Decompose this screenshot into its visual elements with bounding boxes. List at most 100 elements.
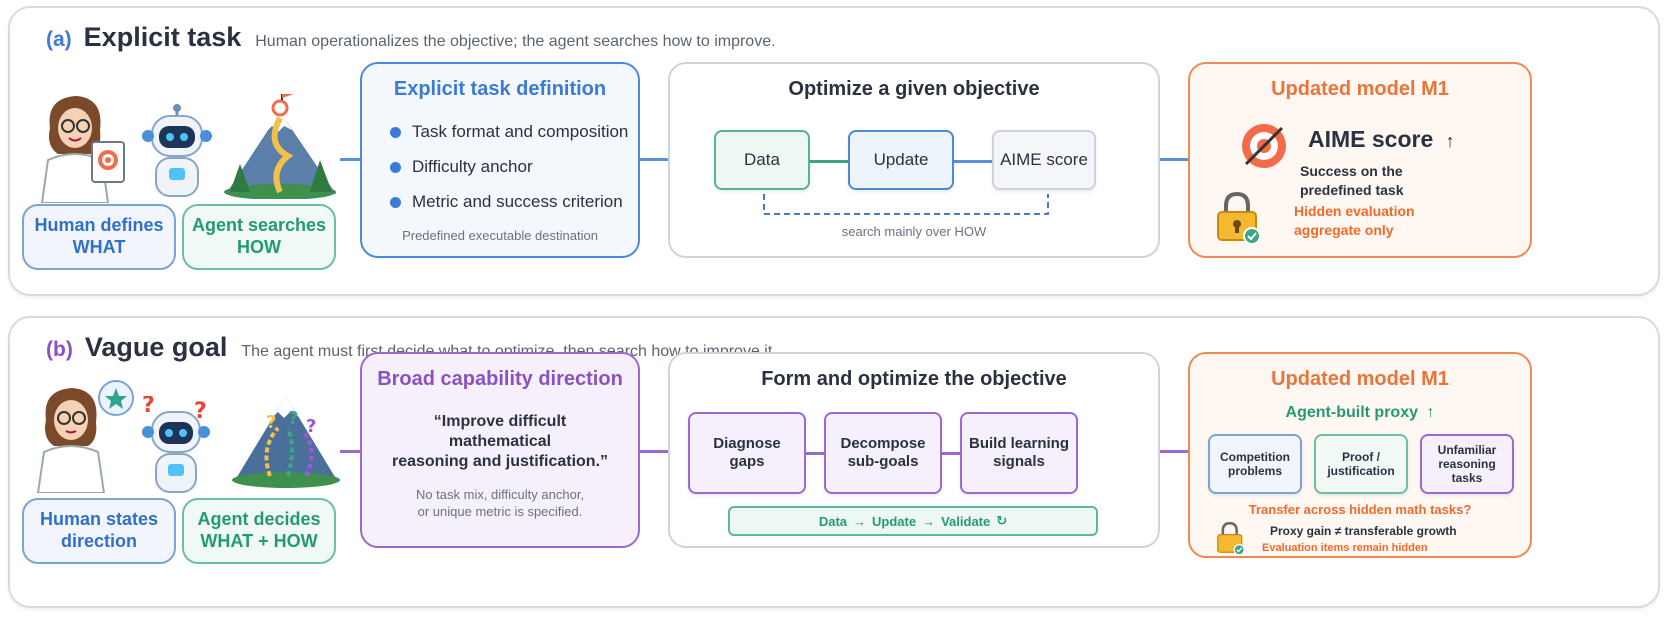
updated-model-box-b: Updated model M1 Agent-built proxy ↑ Com… — [1188, 352, 1532, 558]
loop-validate: Validate — [941, 513, 991, 529]
up-arrow-icon: ↑ — [1445, 131, 1455, 151]
step-line: sub-goals — [847, 453, 919, 470]
search-label: search mainly over HOW — [841, 224, 987, 239]
confused-robot-icon: ? ? — [142, 396, 210, 493]
agent-pill-line2: WHAT + HOW — [200, 531, 318, 551]
direction-quote: “Improve difficult mathematical reasonin… — [362, 412, 638, 472]
human-pill-line1: Human states — [39, 509, 159, 530]
bullet-task-format: Task format and composition — [390, 122, 628, 142]
updated-model-box-a: Updated model M1 AIME score ↑ Success on… — [1188, 62, 1532, 258]
quote-line1: “Improve difficult — [433, 413, 567, 430]
category-proof: Proof /justification — [1314, 434, 1408, 494]
loop-update: Update — [872, 513, 917, 529]
step-link-2 — [942, 452, 960, 455]
node-data: Data — [714, 130, 810, 190]
hidden-line2: aggregate only — [1294, 222, 1394, 238]
proxy-gain-note: Proxy gain ≠ transferable growth — [1270, 524, 1457, 538]
step-line: Decompose — [840, 435, 926, 452]
mountain-with-question-paths-icon: ? ? ? — [232, 396, 340, 488]
connector-b3 — [1160, 450, 1188, 453]
data-update-validate-loop: Data → Update → Validate ↻ — [728, 506, 1098, 536]
broad-capability-direction-box: Broad capability direction “Improve diff… — [360, 352, 640, 548]
panel-explicit-task: (a) Explicit task Human operationalizes … — [8, 6, 1660, 296]
cycle-icon: ↻ — [996, 513, 1008, 528]
human-pill-line1: Human defines — [34, 215, 164, 236]
no-target-icon — [1242, 124, 1286, 168]
step-line: Build learning — [968, 435, 1069, 452]
node-link-2 — [954, 160, 994, 163]
explicit-task-definition-box: Explicit task definition Task format and… — [360, 62, 640, 258]
connector-b1 — [340, 450, 360, 453]
note-line1: No task mix, difficulty anchor, — [415, 487, 585, 502]
category-line: Proof / — [1342, 450, 1380, 464]
panel-vague-goal: (b) Vague goal The agent must first deci… — [8, 316, 1660, 608]
transfer-question: Transfer across hidden math tasks? — [1248, 502, 1472, 517]
agent-pill-line1: Agent decides — [197, 509, 321, 530]
svg-text:?: ? — [194, 399, 207, 424]
bullet-dot — [390, 161, 401, 173]
definition-title: Explicit task definition — [393, 78, 607, 100]
form-optimize-objective-box: Form and optimize the objective Diagnose… — [668, 352, 1160, 548]
node-update: Update — [848, 130, 954, 190]
category-line: Unfamiliar — [1437, 443, 1497, 457]
mountain-with-target-path-icon — [224, 94, 336, 199]
direction-title: Broad capability direction — [377, 368, 623, 390]
bullet-text: Task format and composition — [412, 122, 629, 141]
category-line: problems — [1227, 464, 1282, 478]
step-line: gaps — [729, 453, 765, 470]
bullet-dot — [390, 126, 401, 138]
human-pill-line2: direction — [60, 531, 137, 551]
panel-a-header: (a) Explicit task Human operationalizes … — [46, 22, 776, 53]
aime-score-label: AIME score — [1308, 126, 1434, 152]
step-link-1 — [806, 452, 824, 455]
category-line: reasoning — [1438, 457, 1496, 471]
category-line: justification — [1327, 464, 1395, 478]
bullet-metric: Metric and success criterion — [390, 192, 623, 212]
up-arrow-icon: ↑ — [1426, 404, 1435, 421]
success-line2: predefined task — [1300, 182, 1404, 198]
optimize-objective-box: Optimize a given objective Data Update A… — [668, 62, 1160, 258]
success-text: Success on the predefined task — [1300, 162, 1403, 200]
panel-b-title: Vague goal — [84, 332, 228, 362]
bullet-dot — [390, 196, 401, 208]
panel-a-title: Explicit task — [83, 22, 242, 52]
form-title: Form and optimize the objective — [761, 368, 1067, 390]
updated-model-title-a: Updated model M1 — [1271, 78, 1449, 100]
hidden-items-note: Evaluation items remain hidden — [1262, 542, 1428, 554]
bullet-difficulty: Difficulty anchor — [390, 157, 533, 177]
svg-text:?: ? — [266, 412, 276, 433]
node-link-1 — [810, 160, 850, 163]
robot-icon — [142, 104, 212, 197]
quote-line2: mathematical — [448, 433, 552, 450]
panel-a-subtitle: Human operationalizes the objective; the… — [255, 33, 776, 50]
svg-text:?: ? — [288, 408, 298, 429]
svg-text:?: ? — [142, 396, 155, 418]
node-aime-score: AIME score — [992, 130, 1096, 190]
human-pill-line2: WHAT — [72, 237, 126, 257]
search-loop-bracket — [763, 194, 1049, 215]
hidden-evaluation-text: Hidden evaluation aggregate only — [1294, 202, 1415, 240]
loop-data: Data — [818, 513, 848, 529]
optimize-title: Optimize a given objective — [788, 78, 1040, 100]
bullet-text: Metric and success criterion — [412, 192, 623, 211]
hidden-line1: Hidden evaluation — [1294, 203, 1415, 219]
connector-a2 — [640, 158, 668, 161]
panel-b-tag: (b) — [46, 338, 73, 361]
connector-a1 — [340, 158, 360, 161]
updated-model-title-b: Updated model M1 — [1271, 368, 1449, 390]
definition-footer: Predefined executable destination — [402, 228, 598, 243]
connector-a3 — [1160, 158, 1188, 161]
connector-b2 — [640, 450, 668, 453]
agent-built-proxy: Agent-built proxy ↑ — [1190, 404, 1530, 422]
arrow-right-icon: → — [922, 513, 936, 529]
note-line2: or unique metric is specified. — [417, 504, 583, 519]
panel-a-tag: (a) — [46, 28, 72, 51]
step-line: signals — [993, 453, 1045, 470]
lock-check-icon — [1217, 522, 1245, 556]
